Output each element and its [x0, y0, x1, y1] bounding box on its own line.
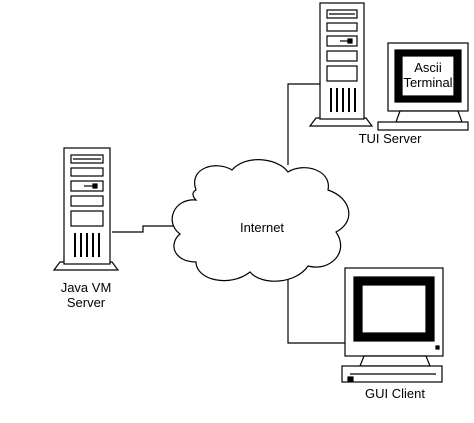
- java-vm-server-label-line1: Java VM: [60, 280, 112, 295]
- ascii-terminal-label: Ascii Terminal: [402, 60, 454, 90]
- gui-client-label: GUI Client: [365, 386, 425, 401]
- tui-server-label: TUI Server: [358, 131, 422, 146]
- java-vm-server-label-line2: Server: [66, 295, 106, 310]
- connections: [112, 83, 345, 344]
- internet-label: Internet: [239, 220, 285, 235]
- java-vm-server-tower-icon: [52, 147, 120, 271]
- ascii-terminal-label-line1: Ascii: [414, 60, 442, 75]
- link-gui-client-internet: [287, 272, 345, 344]
- ascii-terminal-label-line2: Terminal: [403, 75, 453, 90]
- link-tui-server-internet: [287, 83, 320, 165]
- java-vm-server-label: Java VM Server: [46, 280, 126, 310]
- link-java-vm-internet: [112, 225, 178, 233]
- ascii-terminal-monitor-icon: [377, 42, 469, 131]
- internet-cloud-icon: [171, 159, 350, 282]
- tui-server-tower-icon: [308, 2, 374, 127]
- gui-client-workstation-icon: [341, 267, 444, 383]
